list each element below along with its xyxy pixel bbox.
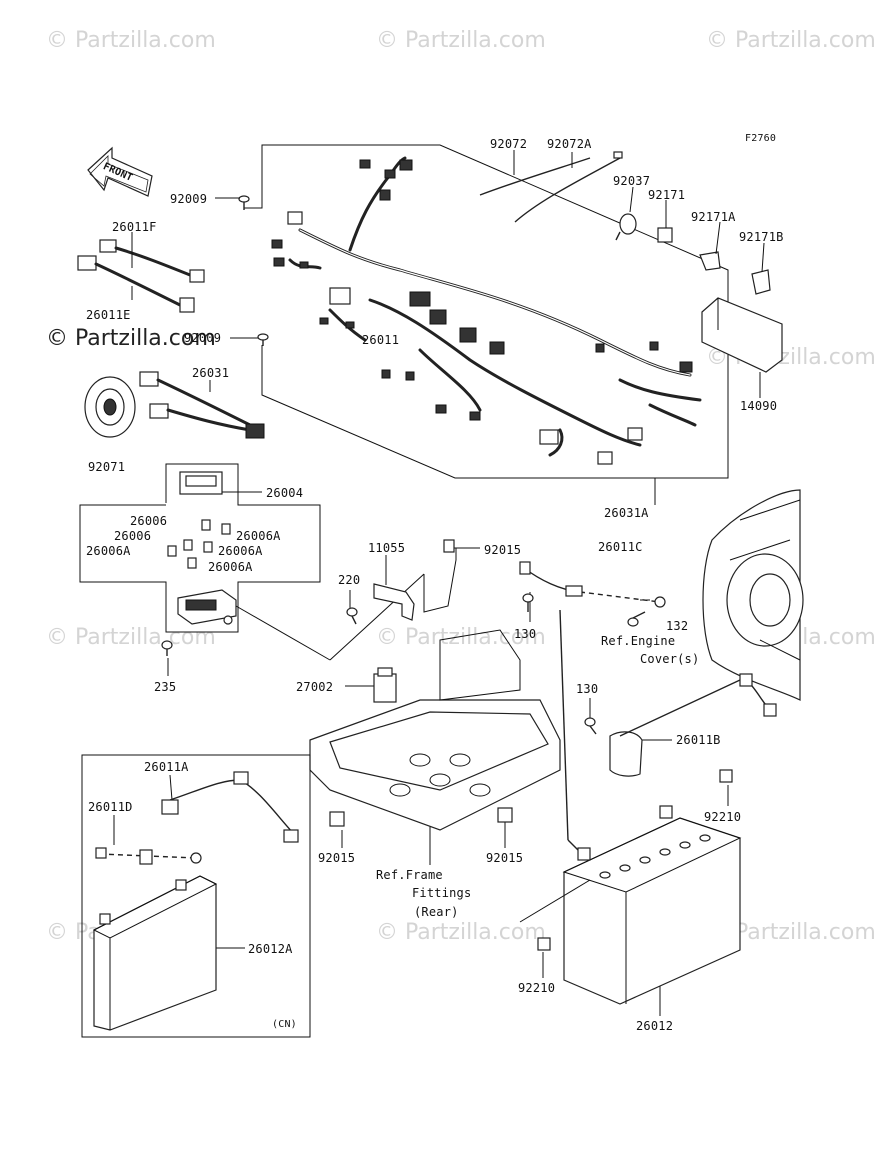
part-label-92210-lower[interactable]: 92210 — [518, 981, 556, 995]
part-label-26011d[interactable]: 26011D — [88, 800, 133, 814]
overlay-watermark: © Partzilla.com — [46, 326, 216, 351]
part-label-26031[interactable]: 26031 — [192, 366, 230, 380]
cable-26011c — [519, 561, 666, 853]
watermark: © Partzilla.com — [706, 28, 876, 53]
part-label-92071[interactable]: 92071 — [88, 460, 126, 474]
screw-235 — [161, 640, 173, 656]
part-label-92015-top[interactable]: 92015 — [484, 543, 522, 557]
clamp-92171 — [657, 227, 673, 243]
part-label-27002[interactable]: 27002 — [296, 680, 334, 694]
fuse-group-outline — [79, 463, 321, 633]
part-label-26011[interactable]: 26011 — [362, 333, 400, 347]
battery-26012a — [92, 875, 218, 1031]
part-label-220[interactable]: 220 — [338, 573, 361, 587]
sub-harness-26011f — [99, 239, 205, 283]
ref-frame-line2: Fittings — [412, 886, 472, 900]
part-label-130-lower[interactable]: 130 — [576, 682, 599, 696]
part-label-26031a[interactable]: 26031A — [604, 506, 649, 520]
nut-92015-right — [497, 807, 513, 823]
part-label-26006-b[interactable]: 26006 — [114, 529, 152, 543]
part-label-92072a[interactable]: 92072A — [547, 137, 592, 151]
watermark: © Partzilla.com — [376, 28, 546, 53]
part-label-92015-left[interactable]: 92015 — [318, 851, 356, 865]
battery-26012 — [562, 805, 742, 1005]
watermark: © Partzilla.com — [46, 28, 216, 53]
part-label-11055[interactable]: 11055 — [368, 541, 406, 555]
nut-92210-upper — [719, 769, 733, 783]
relay-27002 — [373, 667, 397, 703]
main-wire-harness — [271, 156, 702, 465]
watermark: © Partzilla.com — [376, 625, 546, 650]
engine-cover — [702, 489, 804, 701]
part-label-92015-right[interactable]: 92015 — [486, 851, 524, 865]
watermark: © Partzilla.com — [46, 625, 216, 650]
grommet-92071 — [84, 376, 136, 438]
part-label-92171a[interactable]: 92171A — [691, 210, 736, 224]
bolt-220 — [346, 607, 358, 625]
bolt-130-upper — [522, 593, 534, 612]
battery-tray — [309, 539, 561, 831]
part-label-26011f[interactable]: 26011F — [112, 220, 157, 234]
fuse-box — [177, 589, 237, 625]
cn-variant-box — [81, 754, 311, 1038]
part-label-132[interactable]: 132 — [666, 619, 689, 633]
front-arrow-icon — [87, 146, 153, 197]
part-label-26006-a[interactable]: 26006 — [130, 514, 168, 528]
part-label-26012[interactable]: 26012 — [636, 1019, 674, 1033]
part-label-26006a-c[interactable]: 26006A — [218, 544, 263, 558]
part-label-26011e[interactable]: 26011E — [86, 308, 131, 322]
part-label-92037[interactable]: 92037 — [613, 174, 651, 188]
cable-26011a — [161, 771, 299, 843]
fuse-26004 — [179, 471, 223, 495]
watermark: © Partzilla.com — [376, 920, 546, 945]
clamp-92171b — [751, 269, 771, 295]
clamp-92171a — [699, 251, 721, 271]
sub-harness-26031 — [139, 371, 265, 439]
variant-label: (CN) — [272, 1019, 297, 1030]
part-label-92171b[interactable]: 92171B — [739, 230, 784, 244]
part-label-26012a[interactable]: 26012A — [248, 942, 293, 956]
leader-lines — [113, 150, 765, 1016]
ref-engine-line2: Cover(s) — [640, 652, 700, 666]
ref-frame-line1: Ref.Frame — [376, 868, 443, 882]
part-label-235[interactable]: 235 — [154, 680, 177, 694]
part-label-92009-lower[interactable]: 92009 — [184, 331, 222, 345]
part-label-26006a-a[interactable]: 26006A — [236, 529, 281, 543]
bolt-132 — [627, 611, 646, 627]
part-label-26011a[interactable]: 26011A — [144, 760, 189, 774]
part-label-92171[interactable]: 92171 — [648, 188, 686, 202]
cable-26011d — [95, 847, 202, 865]
nut-92015-left — [329, 811, 345, 827]
part-label-92009-upper[interactable]: 92009 — [170, 192, 208, 206]
ref-engine-line1: Ref.Engine — [601, 634, 676, 648]
part-label-26004[interactable]: 26004 — [266, 486, 304, 500]
part-label-26006a-b[interactable]: 26006A — [86, 544, 131, 558]
nut-92210-lower — [519, 879, 591, 951]
tie-band-92072 — [479, 157, 591, 196]
part-label-14090[interactable]: 14090 — [740, 399, 778, 413]
part-label-26011b[interactable]: 26011B — [676, 733, 721, 747]
ref-frame-line3: (Rear) — [414, 905, 459, 919]
tie-band-92072a — [514, 151, 623, 223]
sub-harness-26011e — [77, 255, 195, 313]
figure-code: F2760 — [745, 133, 777, 144]
cable-26011b — [609, 673, 777, 777]
bolt-130-lower — [584, 717, 597, 735]
part-label-26006a-d[interactable]: 26006A — [208, 560, 253, 574]
part-label-130-upper[interactable]: 130 — [514, 627, 537, 641]
part-label-26011c[interactable]: 26011C — [598, 540, 643, 554]
clamp-92037 — [615, 213, 637, 241]
bolt-92009-lower — [257, 333, 269, 346]
part-label-92210-upper[interactable]: 92210 — [704, 810, 742, 824]
part-label-92072[interactable]: 92072 — [490, 137, 528, 151]
cover-14090 — [701, 297, 783, 373]
bracket-11055 — [373, 583, 415, 621]
bolt-92009-upper — [238, 195, 250, 210]
fuses-26006 — [167, 519, 231, 569]
